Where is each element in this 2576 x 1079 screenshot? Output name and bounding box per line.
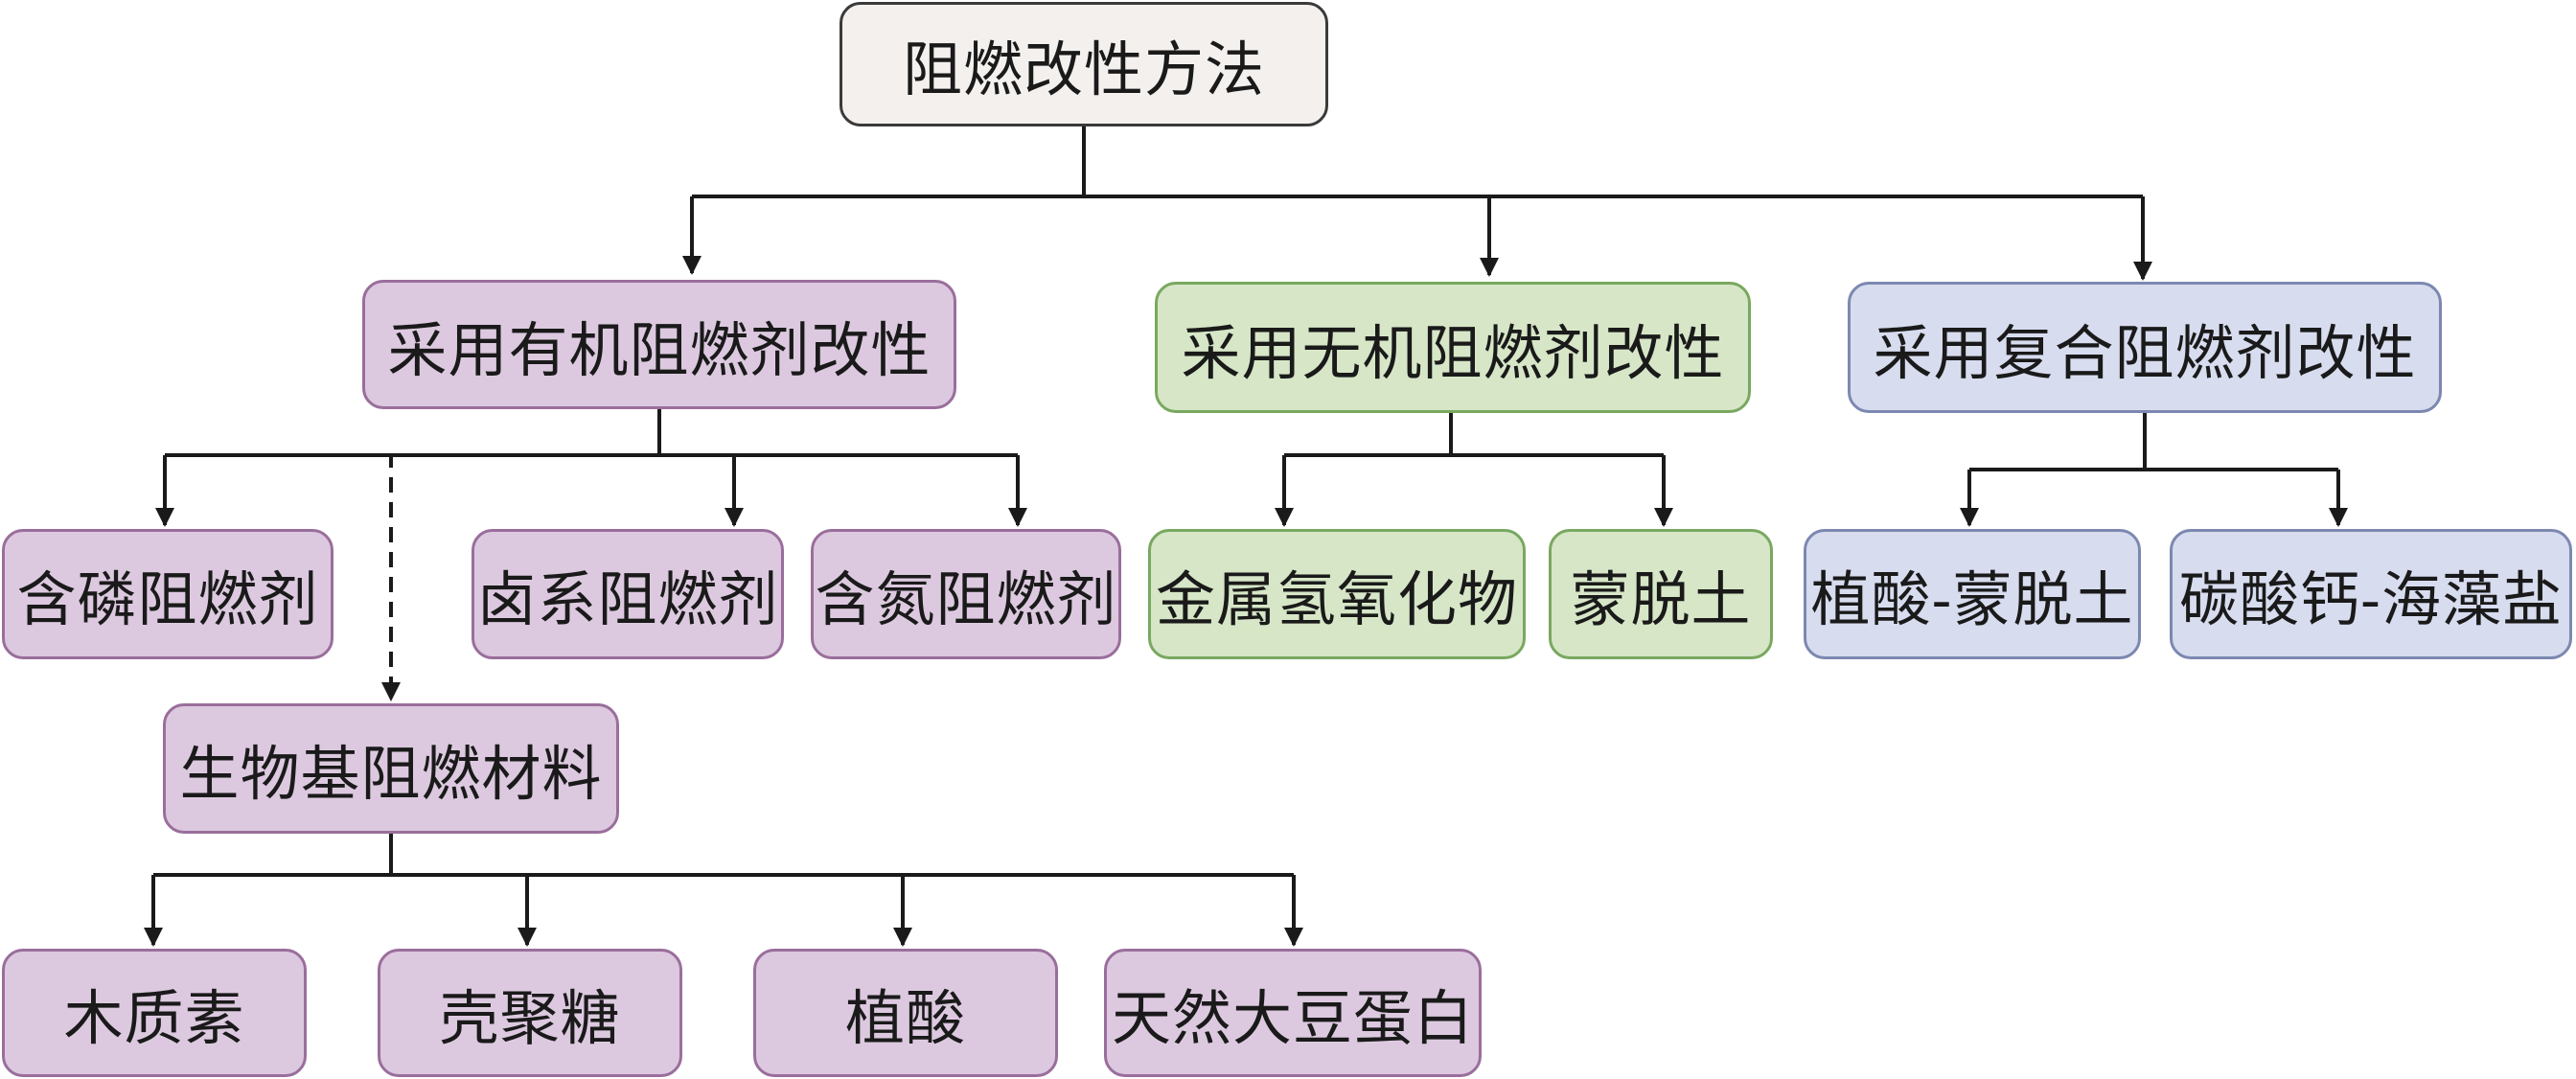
phytic-acid-node: 植酸 — [753, 949, 1058, 1077]
phosphorus-retardant-node: 含磷阻燃剂 — [2, 529, 334, 659]
halogen-retardant-node: 卤系阻燃剂 — [472, 529, 784, 659]
composite-branch-node: 采用复合阻燃剂改性 — [1848, 282, 2442, 413]
phytic-montmorillonite-node: 植酸-蒙脱土 — [1804, 529, 2141, 659]
lignin-node: 木质素 — [2, 949, 307, 1077]
connector-organic-to-bio-dashed — [381, 422, 661, 701]
calcium-alginate-node: 碳酸钙-海藻盐 — [2170, 529, 2572, 659]
soy-protein-node: 天然大豆蛋白 — [1104, 949, 1482, 1077]
metal-hydroxide-node: 金属氢氧化物 — [1148, 529, 1526, 659]
inorganic-branch-node: 采用无机阻燃剂改性 — [1155, 282, 1751, 413]
nitrogen-retardant-node: 含氮阻燃剂 — [811, 529, 1121, 659]
chitosan-node: 壳聚糖 — [378, 949, 682, 1077]
organic-branch-node: 采用有机阻燃剂改性 — [362, 280, 956, 409]
montmorillonite-node: 蒙脱土 — [1549, 529, 1773, 659]
root-node: 阻燃改性方法 — [840, 2, 1328, 126]
bio-based-material-node: 生物基阻燃材料 — [163, 703, 619, 834]
